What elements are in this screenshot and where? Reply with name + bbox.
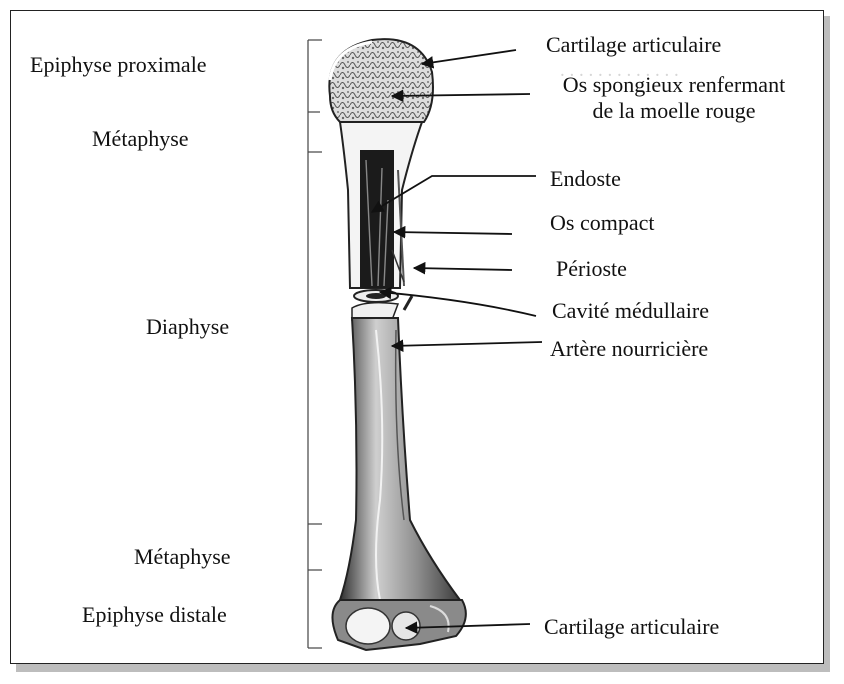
- label-endoste: Endoste: [550, 166, 621, 192]
- arrow-cartilage-top: [422, 50, 516, 64]
- label-os-compact: Os compact: [550, 210, 654, 236]
- label-epiphyse-distale: Epiphyse distale: [82, 602, 227, 628]
- arrow-artere: [392, 342, 542, 346]
- label-epiphyse-proximale: Epiphyse proximale: [30, 52, 207, 78]
- upper-shaft: [340, 122, 422, 288]
- label-metaphyse-bottom: Métaphyse: [134, 544, 231, 570]
- arrow-os-compact: [394, 232, 512, 234]
- label-os-spongieux-line2: de la moelle rouge: [534, 98, 814, 124]
- label-diaphyse: Diaphyse: [146, 314, 229, 340]
- arrow-perioste: [414, 268, 512, 270]
- label-perioste: Périoste: [556, 256, 627, 282]
- proximal-epiphysis: [329, 39, 433, 122]
- label-cartilage-articulaire-bottom: Cartilage articulaire: [544, 614, 719, 640]
- region-bracket: [308, 40, 322, 648]
- lower-shaft: [340, 296, 460, 600]
- distal-epiphysis: [332, 600, 465, 650]
- label-os-spongieux-line1: Os spongieux renfermant: [534, 72, 814, 98]
- label-cavite-medullaire: Cavité médullaire: [552, 298, 709, 324]
- arrow-cavite: [380, 292, 536, 316]
- label-cartilage-articulaire-top: Cartilage articulaire: [546, 32, 721, 58]
- label-artere-nourriciere: Artère nourricière: [550, 336, 708, 362]
- cross-section: [352, 290, 398, 320]
- label-os-spongieux: Os spongieux renfermant de la moelle rou…: [534, 72, 814, 125]
- label-metaphyse-top: Métaphyse: [92, 126, 189, 152]
